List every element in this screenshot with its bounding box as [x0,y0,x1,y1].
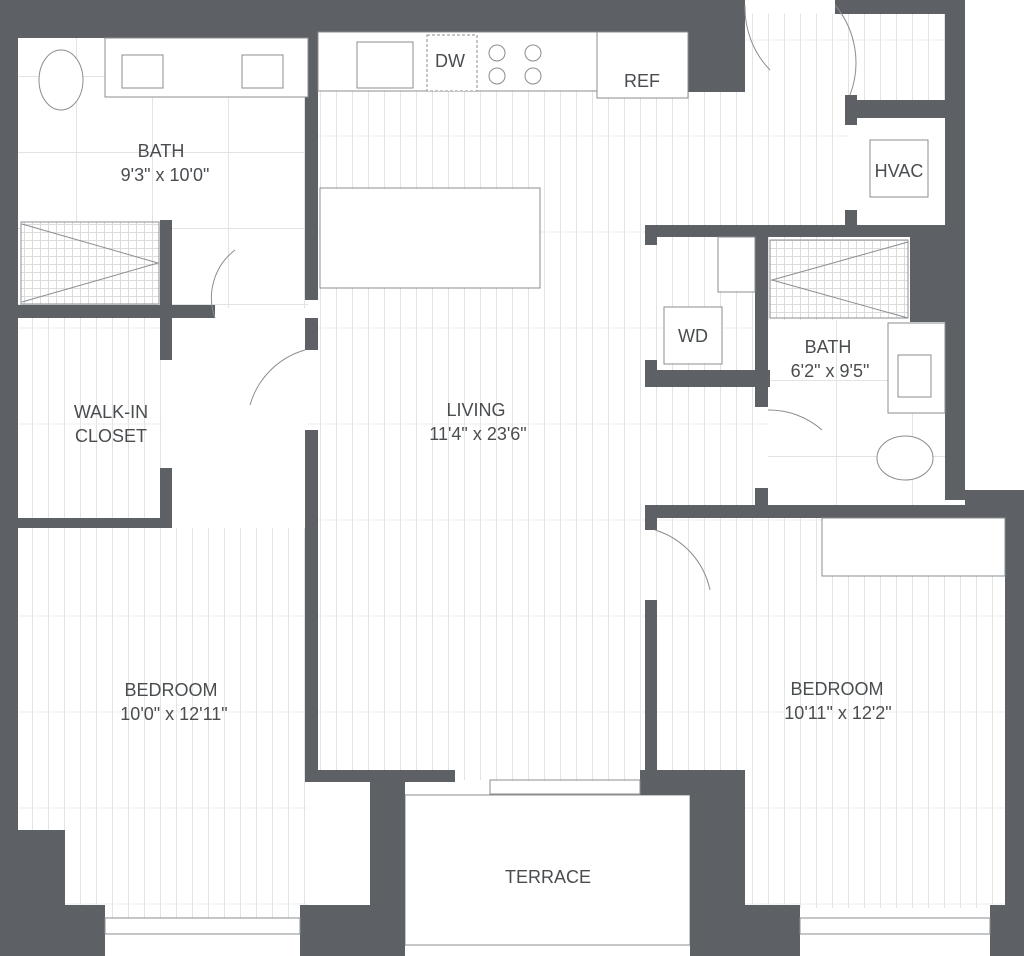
room-labels: BATH 9'3" x 10'0" WALK-IN CLOSET LIVING … [74,51,924,887]
bedroom2-name: BEDROOM [790,679,883,699]
closet-shelf [821,517,1006,577]
sink-icon [121,54,164,89]
bedroom1-name: BEDROOM [124,680,217,700]
dishwasher-label: DW [435,51,465,71]
living-name: LIVING [446,400,505,420]
shower-icon [20,221,160,305]
sliding-door [489,779,641,795]
shower-icon [769,239,909,319]
hvac-label: HVAC [875,161,924,181]
dishwasher [426,34,478,92]
cooktop-icon [488,44,542,85]
door-swings [210,4,857,591]
closet-name-2: CLOSET [75,426,147,446]
kitchen-island [319,187,541,289]
bath2-size: 6'2" x 9'5" [791,361,870,381]
window [104,917,301,935]
toilet-icon [876,435,934,481]
wd-label: WD [678,326,708,346]
bath1-size: 9'3" x 10'0" [121,165,210,185]
toilet-icon [38,49,84,111]
hvac-unit [869,139,929,198]
bedroom2-size: 10'11" x 12'2" [784,703,891,723]
living-size: 11'4" x 23'6" [429,424,526,444]
sink-icon [897,354,932,398]
closet-name-1: WALK-IN [74,402,148,422]
washer-dryer [663,306,723,365]
refrigerator-label: REF [624,71,660,91]
fixtures [20,4,1006,935]
kitchen-sink-icon [356,41,414,89]
window [799,917,991,935]
bedroom1-size: 10'0" x 12'11" [120,704,227,724]
sink-icon [241,54,284,89]
bath1-name: BATH [138,141,185,161]
terrace-name: TERRACE [505,867,591,887]
refrigerator [596,31,689,99]
bath2-name: BATH [805,337,852,357]
